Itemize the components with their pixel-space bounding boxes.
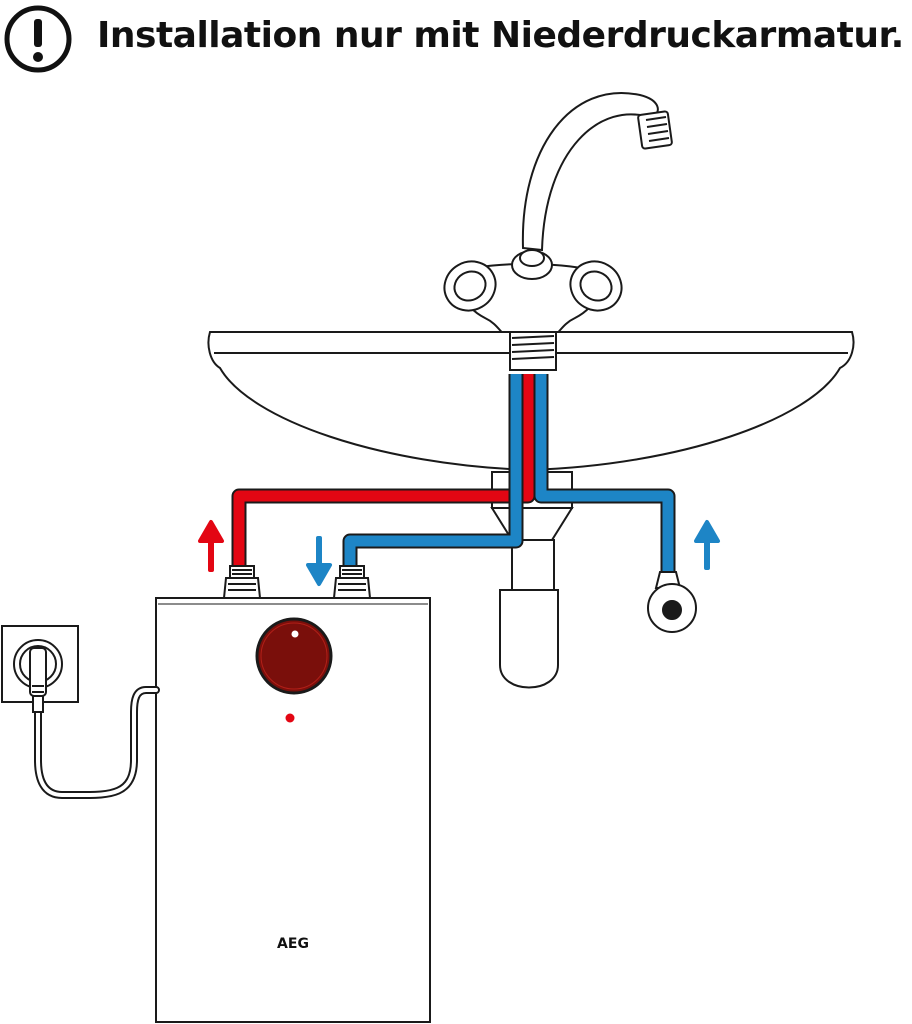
exclamation-circle-icon — [4, 5, 72, 73]
faucet — [443, 92, 673, 339]
arrow-up-icon — [694, 520, 720, 570]
arrow-up-icon — [198, 520, 224, 572]
cold-water-supply-pipe — [533, 374, 676, 580]
left-valve-handle — [443, 260, 497, 312]
drain-trap — [490, 471, 574, 689]
hot-outlet-connector — [222, 565, 262, 599]
cold-inlet-connector — [332, 565, 372, 599]
water-heater: AEG — [155, 565, 431, 1023]
cold-water-pipe-to-heater — [342, 374, 524, 572]
brand-label: AEG — [277, 936, 309, 952]
power-socket-icon — [1, 625, 79, 713]
power-cable — [34, 686, 160, 799]
right-valve-handle — [569, 260, 623, 312]
header: Installation nur mit Niederdruckarmatur. — [0, 0, 912, 80]
page-title: Installation nur mit Niederdruckarmatur. — [97, 15, 904, 56]
angle-valve — [647, 571, 697, 633]
temperature-dial — [255, 617, 333, 695]
hot-water-pipe — [231, 374, 536, 572]
indicator-light — [285, 713, 295, 723]
arrow-down-icon — [306, 536, 332, 586]
